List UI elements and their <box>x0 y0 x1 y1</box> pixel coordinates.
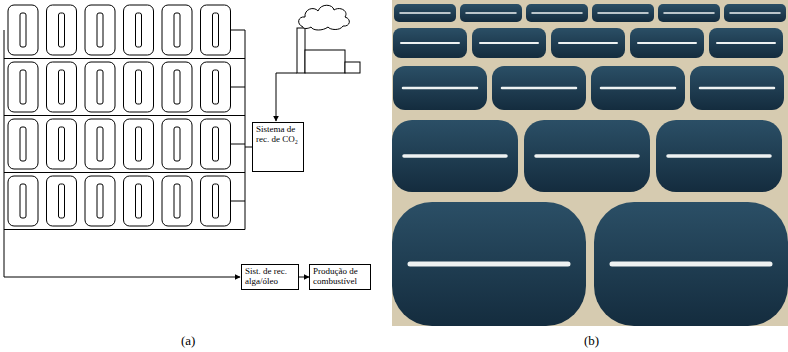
factory-symbol <box>297 5 360 73</box>
box-text: Sist. de rec. alga/óleo <box>245 267 295 287</box>
box-text: Sistema de rec. de CO₂ <box>256 125 300 145</box>
process-box: Sist. de rec. alga/óleo <box>241 264 299 290</box>
panel-label: (a) <box>181 333 195 349</box>
box-text: Produção de combustível <box>313 267 367 287</box>
process-box: Produção de combustível <box>309 264 371 290</box>
process-box: Sistema de rec. de CO₂ <box>252 122 304 172</box>
raceway-photo <box>392 0 788 326</box>
flow-arrow <box>299 277 309 278</box>
panel-label: (b) <box>584 333 599 349</box>
